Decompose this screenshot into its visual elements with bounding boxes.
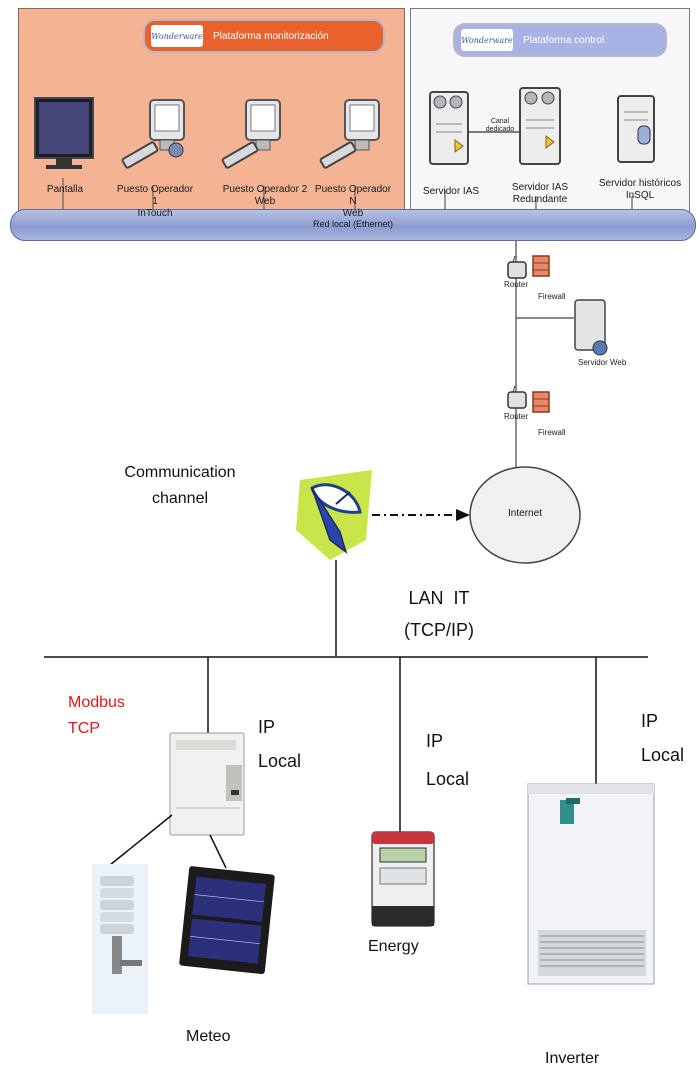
firewall-2-label: Firewall (538, 428, 566, 437)
operatorN-label: Puesto Operador N Web (310, 184, 396, 220)
web-server-icon (574, 299, 608, 356)
control-platform-banner: Wonderware Plataforma control (453, 23, 667, 57)
operatorN-title: Puesto Operador N (314, 184, 392, 207)
ip-local-plc-label: IP Local (258, 710, 301, 778)
operator-pc-1-icon (121, 99, 185, 169)
operator2-sub: Web (254, 196, 276, 207)
router-1-icon (507, 255, 527, 279)
modbus-line1: Modbus (68, 694, 125, 711)
wonderware-logo: Wonderware (461, 29, 513, 51)
inverter-icon (527, 783, 655, 985)
ip-local-energy-label: IP Local (426, 722, 469, 798)
server-ias-redundant-icon (519, 87, 561, 165)
firewall-1-icon (532, 255, 550, 277)
wonderware-logo: Wonderware (151, 25, 203, 47)
router-2-icon (507, 385, 527, 409)
router-1-label: Router (504, 280, 529, 289)
local-energy: Local (426, 769, 470, 789)
local-plc: Local (258, 751, 302, 771)
web-server-label: Servidor Web (578, 358, 627, 367)
local-inverter: Local (641, 745, 685, 765)
firewall-1-label: Firewall (538, 292, 566, 301)
modbus-tcp-label: Modbus TCP (68, 690, 125, 742)
dedicated-channel-line2: dedicado (485, 126, 515, 133)
ip-plc: IP (258, 717, 276, 737)
server-ias-redundant-label: Servidor IAS Redundante (508, 182, 572, 206)
operator2-label: Puesto Operador 2 Web (222, 184, 308, 208)
ip-energy: IP (426, 731, 444, 751)
modbus-line2: TCP (68, 720, 100, 737)
server-historic-icon (617, 95, 655, 163)
communication-channel-line1: Communication (124, 464, 236, 481)
energy-label: Energy (368, 938, 419, 955)
energy-meter-icon (371, 831, 435, 927)
server-ias-label: Servidor IAS (422, 186, 480, 197)
monitoring-platform-banner: Wonderware Plataforma monitorización (143, 19, 385, 53)
dedicated-channel-label: Canal dedicado (480, 118, 520, 134)
server-ias-icon (429, 91, 469, 165)
operator1-sub: InTouch (137, 208, 173, 219)
server-ias-redundant-title: Servidor IAS (511, 182, 569, 193)
firewall-2-icon (532, 391, 550, 413)
lan-it-line1: LAN IT (408, 588, 470, 608)
server-ias-redundant-sub: Redundante (512, 194, 568, 205)
arrow-head (456, 509, 470, 521)
server-historic-sub: InSQL (625, 190, 655, 201)
operator1-label: Puesto Operador 1 InTouch (115, 184, 195, 220)
ip-local-inverter-label: IP Local (641, 704, 684, 772)
ethernet-bus-label: Red local (Ethernet) (312, 219, 394, 229)
server-historic-label: Servidor históricos InSQL (592, 178, 688, 202)
communication-channel-label: Communication channel (100, 460, 260, 512)
screen-icon (34, 97, 94, 169)
internet-label: Internet (508, 508, 542, 519)
ethernet-bus: Red local (Ethernet) (10, 209, 696, 241)
ip-inverter: IP (641, 711, 659, 731)
control-platform-title: Plataforma control (523, 34, 605, 46)
operator-pc-n-icon (319, 99, 380, 169)
monitoring-platform-title: Plataforma monitorización (213, 30, 329, 42)
screen-label: Pantalla (46, 184, 84, 195)
satellite-dish-icon (296, 470, 372, 560)
operator-pc-2-icon (221, 99, 281, 169)
plc-icon (169, 732, 245, 836)
lan-it-line2: (TCP/IP) (404, 620, 474, 640)
meteo-label: Meteo (186, 1028, 231, 1045)
operator2-title: Puesto Operador 2 (222, 184, 308, 195)
communication-channel-line2: channel (151, 490, 209, 507)
server-historic-title: Servidor históricos (598, 178, 682, 189)
inverter-label: Inverter (545, 1050, 600, 1067)
meteo-sensor-icon (92, 864, 148, 1014)
router-2-label: Router (504, 412, 529, 421)
meteo-display-icon (179, 866, 275, 975)
operator1-title: Puesto Operador 1 (116, 184, 194, 207)
dedicated-channel-line1: Canal (490, 118, 510, 125)
operatorN-sub: Web (342, 208, 364, 219)
lan-it-label: LAN IT (TCP/IP) (384, 582, 494, 646)
